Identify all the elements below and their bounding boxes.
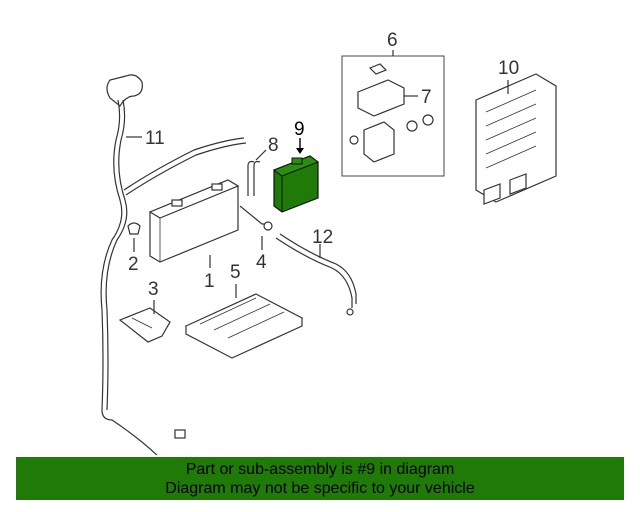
banner-line-1: Part or sub-assembly is #9 in diagram: [185, 461, 455, 478]
part-6-fuse-box-assembly: [341, 55, 445, 177]
callout-9: 9: [294, 119, 305, 140]
part-4-clamp: [239, 205, 273, 231]
part-9-control-module[interactable]: [272, 155, 320, 213]
callout-6: 6: [387, 30, 398, 51]
vehicle-fit-notice-banner: Part or sub-assembly is #9 in diagram Di…: [16, 457, 624, 500]
part-8-hose: [247, 160, 261, 196]
callout-4: 4: [256, 252, 267, 273]
parts-diagram: 11 1 2 3 5 4 8: [100, 30, 557, 455]
callout-12: 12: [312, 227, 333, 248]
part-1-battery: [148, 179, 240, 263]
callout-10: 10: [498, 58, 519, 79]
banner-line-2: Diagram may not be specific to your vehi…: [165, 480, 475, 497]
callout-8: 8: [268, 135, 279, 156]
callout-7: 7: [421, 87, 432, 108]
part-2-bolt: [127, 222, 141, 235]
callout-5: 5: [230, 262, 241, 283]
part-11-cable-harness: [100, 74, 247, 455]
part-12-ground-cable: [275, 233, 357, 316]
callout-2: 2: [128, 254, 139, 275]
part-3-bracket: [118, 307, 171, 343]
callout-3: 3: [148, 279, 159, 300]
callout-11: 11: [145, 128, 165, 149]
part-10-relay-carrier: [475, 73, 557, 205]
part-5-battery-tray: [184, 293, 304, 359]
callout-1: 1: [204, 271, 215, 292]
